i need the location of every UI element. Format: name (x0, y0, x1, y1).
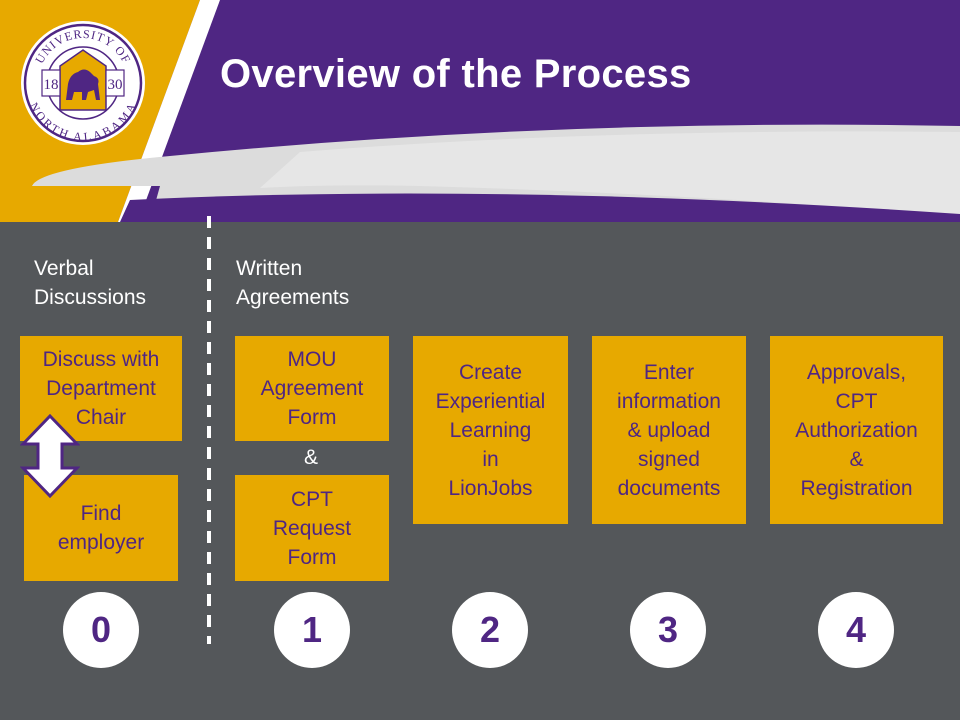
box-mou-agreement-form: MOU Agreement Form (235, 336, 389, 441)
section-label-written: Written Agreements (236, 257, 350, 309)
slide-header (0, 0, 960, 222)
step-number-2: 2 (452, 592, 528, 668)
seal-year-right: 30 (108, 77, 123, 93)
section-label-verbal: Verbal Discussions (34, 257, 147, 309)
step-number-0: 0 (63, 592, 139, 668)
step-number-4: 4 (818, 592, 894, 668)
seal-year-left: 18 (44, 77, 59, 93)
box-approvals-registration: Approvals, CPT Authorization & Registrat… (770, 336, 943, 524)
box-create-experiential-learning: Create Experiential Learning in LionJobs (413, 336, 568, 524)
section-divider (207, 216, 211, 644)
box-cpt-request-form: CPT Request Form (235, 475, 389, 581)
ampersand-label: & (303, 446, 318, 469)
university-seal-icon: UNIVERSITY OF NORTH ALABAMA 18 30 (21, 21, 145, 145)
step-number-3: 3 (630, 592, 706, 668)
box-enter-information: Enter information & upload signed docume… (592, 336, 746, 524)
double-arrow-icon (20, 414, 80, 498)
step-number-1: 1 (274, 592, 350, 668)
page-title: Overview of the Process (220, 52, 692, 96)
